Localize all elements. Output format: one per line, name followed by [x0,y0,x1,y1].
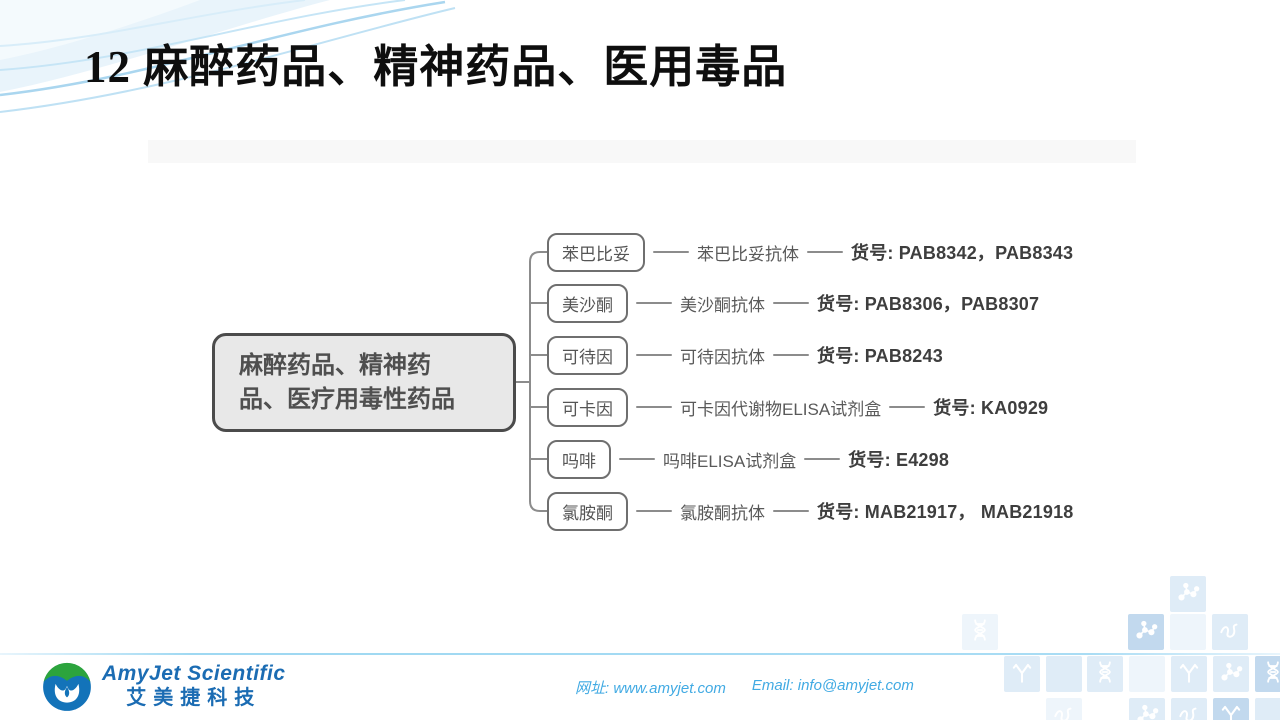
product-label: 吗啡ELISA试剂盒 [663,451,797,471]
mosaic-tile [1170,576,1206,612]
mosaic-tile [1046,656,1082,692]
wave-decoration [0,0,456,113]
connector-line [807,251,843,253]
product-label: 美沙酮抗体 [680,295,765,315]
connector-line [773,354,809,356]
connector-line [889,406,926,408]
connector-line [636,510,672,512]
branch-row-codeine: 可待因 可待因抗体 货号: PAB8243 [547,335,943,375]
drug-node: 可待因 [547,335,628,375]
connector-line [636,354,672,356]
mosaic-tile [1255,656,1280,692]
protein-icon [1217,617,1243,648]
branch-row-phenobarbital: 苯巴比妥 苯巴比妥抗体 货号: PAB8342，PAB8343 [547,232,1074,272]
catalog-number: 货号: PAB8342，PAB8343 [851,243,1074,263]
mosaic-tile [1128,614,1164,650]
dna-icon [967,617,993,648]
connector-line [619,458,655,460]
connector-line [636,302,672,304]
product-label: 可待因抗体 [680,347,765,367]
root-node-line1: 麻醉药品、精神药 [239,351,431,379]
contact-info: 网址: www.amyjet.com Email: info@amyjet.co… [575,677,914,698]
product-label: 可卡因代谢物ELISA试剂盒 [680,399,882,419]
branch-row-morphine: 吗啡 吗啡ELISA试剂盒 货号: E4298 [547,439,950,479]
product-label: 苯巴比妥抗体 [697,244,799,264]
antibody-icon [1009,659,1035,690]
brand-name-chinese: 艾美捷科技 [126,687,262,710]
mosaic-tile [1129,656,1165,692]
mosaic-tile [1087,656,1123,692]
catalog-number: 货号: MAB21917， MAB21918 [817,502,1074,522]
mosaic-tile [962,614,998,650]
email-link[interactable]: Email: info@amyjet.com [751,677,914,694]
diagram-panel-edge [148,140,1136,163]
connector-line [653,251,689,253]
antibody-icon [1176,659,1202,690]
footer-divider-line [0,653,1280,655]
connector-line [773,302,809,304]
catalog-number: 货号: E4298 [848,450,950,470]
mosaic-tile [1213,656,1249,692]
root-node-line2: 品、医疗用毒性药品 [239,385,455,413]
connector-line [636,406,672,408]
product-label: 氯胺酮抗体 [680,503,765,523]
molecule-icon [1133,617,1159,648]
mosaic-tile [1129,698,1165,720]
connector-line [773,510,809,512]
mosaic-tile [1213,698,1249,720]
connector-line [804,458,841,460]
mosaic-tile [1170,614,1206,650]
branch-row-cocaine: 可卡因 可卡因代谢物ELISA试剂盒 货号: KA0929 [547,387,1049,427]
protein-icon [1051,701,1077,720]
mosaic-tile [1046,698,1082,720]
drug-node: 美沙酮 [547,283,628,323]
drug-node: 氯胺酮 [547,491,628,531]
amyjet-logo-icon [43,662,91,711]
slide-title: 12 麻醉药品、精神药品、医用毒品 [84,42,788,92]
mosaic-tile [1255,698,1280,720]
mosaic-tile [1171,656,1207,692]
mindmap-root-node: 麻醉药品、精神药 品、医疗用毒性药品 [212,333,516,432]
drug-node: 吗啡 [547,439,611,479]
drug-node: 苯巴比妥 [547,232,645,272]
mosaic-tile [1004,656,1040,692]
drug-node: 可卡因 [547,387,628,427]
brand-name-english: AmyJet Scientific [102,661,286,685]
catalog-number: 货号: KA0929 [933,398,1049,418]
antibody-icon [1218,701,1244,720]
catalog-number: 货号: PAB8306，PAB8307 [817,294,1040,314]
protein-icon [1176,701,1202,720]
company-logo: AmyJet Scientific 艾美捷科技 [40,659,286,713]
mosaic-tile [1212,614,1248,650]
branch-row-ketamine: 氯胺酮 氯胺酮抗体 货号: MAB21917， MAB21918 [547,491,1074,531]
molecule-icon [1218,659,1244,690]
dna-icon [1092,659,1118,690]
mosaic-tile [1171,698,1207,720]
molecule-icon [1134,701,1160,720]
website-link[interactable]: 网址: www.amyjet.com [575,680,726,697]
molecule-icon [1175,579,1201,610]
catalog-number: 货号: PAB8243 [817,346,943,366]
dna-icon [1260,659,1280,690]
branch-row-methadone: 美沙酮 美沙酮抗体 货号: PAB8306，PAB8307 [547,283,1040,323]
